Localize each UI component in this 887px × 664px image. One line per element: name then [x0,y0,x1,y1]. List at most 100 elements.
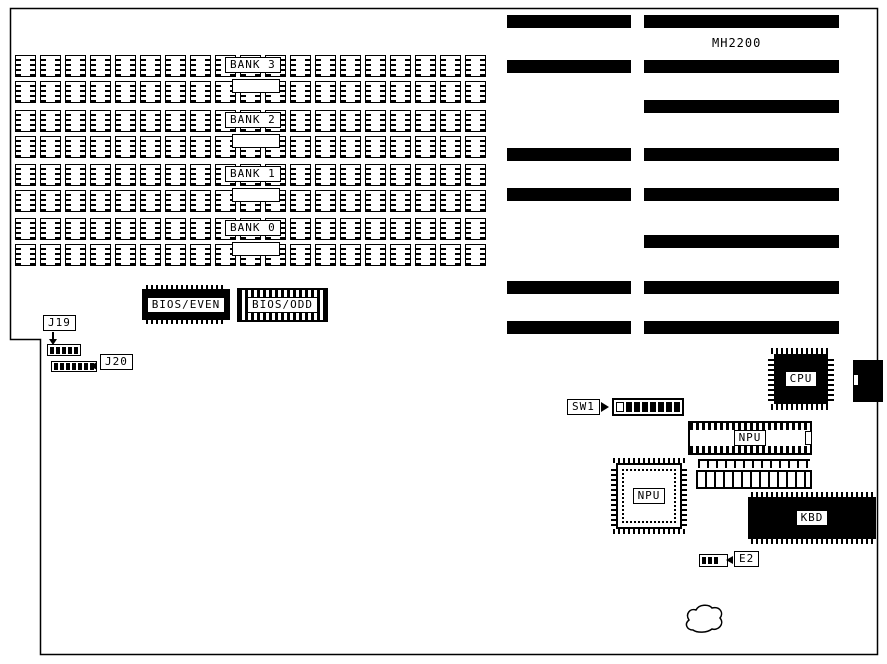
ram-chip [415,244,436,266]
ram-chip [40,164,61,186]
ram-chip [390,244,411,266]
cpu-label: CPU [784,371,818,387]
ram-chip [290,81,311,103]
dip-switch-cell [674,402,680,412]
ram-chip [190,218,211,240]
ram-chip [165,55,186,77]
ram-chip [315,55,336,77]
kbd-label: KBD [795,510,829,526]
ram-chip [190,81,211,103]
isa-slot-segment-left [507,188,631,201]
ram-chip [115,244,136,266]
jumper-pin [66,363,70,370]
isa-slot-segment-right [644,15,839,28]
model-label: MH2200 [712,36,762,50]
ram-chip [65,190,86,212]
ram-chip [315,110,336,132]
dip-switch-cell [642,402,648,412]
ram-chip [140,190,161,212]
ram-chip [215,81,236,103]
ram-chip [415,136,436,158]
ram-chip [40,136,61,158]
ram-bank-3: BANK 3 [15,55,489,103]
ram-chip [440,218,461,240]
empty-socket [232,188,280,202]
ram-chip [165,136,186,158]
ram-chip [190,110,211,132]
ram-chip [115,164,136,186]
ram-chip [340,81,361,103]
cpu-pins-icon [828,357,834,401]
npu-pins-icon [611,466,616,526]
ram-chip [90,190,111,212]
ram-chip [40,244,61,266]
ram-chip-grid [15,55,489,103]
ram-chip [165,81,186,103]
din-connector-notch [853,374,859,386]
ram-chip [315,218,336,240]
ram-chip [440,81,461,103]
ram-chip [465,218,486,240]
ram-chip [140,164,161,186]
ram-chip [465,136,486,158]
ram-chip [165,190,186,212]
ram-chip [340,190,361,212]
e2-label: E2 [734,551,760,567]
ram-chip [90,244,111,266]
ram-chip [165,164,186,186]
ram-chip [340,244,361,266]
ram-chip [440,190,461,212]
empty-socket [232,79,280,93]
ram-chip [65,164,86,186]
ram-chip [65,81,86,103]
dip-switch-cell [658,402,664,412]
npu-socket: NPU [688,421,812,455]
isa-slot-segment-left [507,321,631,334]
ram-chip [390,164,411,186]
ram-chip [365,136,386,158]
npu-pins-icon [682,466,687,526]
cpu-chip: CPU [774,354,828,404]
isa-slot-segment-right [644,60,839,73]
npu-socket-label: NPU [733,430,767,446]
ram-chip [340,164,361,186]
ram-chip [465,244,486,266]
ram-chip [90,218,111,240]
empty-socket [232,242,280,256]
cpu-pins-icon [771,348,831,354]
ram-chip [40,190,61,212]
jumper-pin [68,346,72,354]
ram-chip [365,190,386,212]
bank-2-label: BANK 2 [225,112,281,128]
ram-chip [290,55,311,77]
bank-1-label: BANK 1 [225,166,281,182]
ram-chip [465,164,486,186]
cpu-pins-icon [768,357,774,401]
ram-chip [140,218,161,240]
ram-chip [415,164,436,186]
ram-chip [290,244,311,266]
ram-chip [115,81,136,103]
kbd-chip: KBD [748,497,876,539]
jumper-pin [72,363,76,370]
ram-chip [465,190,486,212]
ram-chip [390,136,411,158]
ram-chip [365,218,386,240]
ram-chip [115,218,136,240]
ram-chip [115,190,136,212]
isa-slot-segment-right [644,321,839,334]
ram-chip [40,218,61,240]
bios-even-label: BIOS/EVEN [146,296,226,313]
pin-header-block [696,470,812,489]
isa-slot-segment-right [644,148,839,161]
ram-chip [65,218,86,240]
ram-bank-0: BANK 0 [15,218,489,266]
sw1-label: SW1 [567,399,600,415]
jumper-pin [78,363,82,370]
ram-chip [40,81,61,103]
ram-chip [440,55,461,77]
j19-label: J19 [43,315,76,331]
ram-chip [90,55,111,77]
